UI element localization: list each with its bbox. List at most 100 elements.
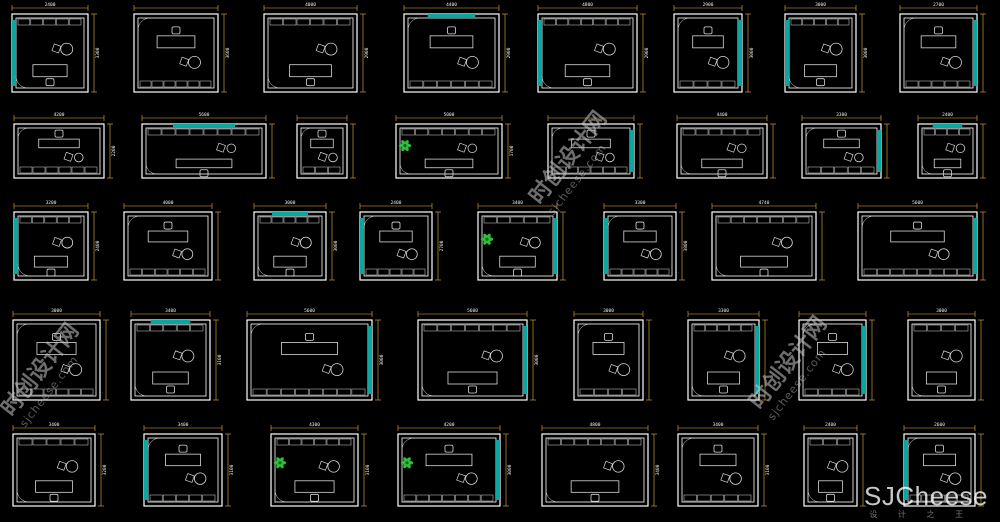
cabinet (323, 388, 337, 396)
cabinet (578, 166, 591, 174)
cabinet (493, 324, 507, 332)
door-swing (907, 437, 921, 451)
coffee-table (181, 248, 194, 261)
cabinet (365, 268, 378, 276)
cabinet (945, 494, 957, 502)
cabinet (43, 18, 56, 26)
cabinet (796, 216, 810, 224)
door-swing (545, 489, 559, 503)
chair (604, 332, 613, 341)
cabinet (705, 324, 717, 332)
dimension-label-top: 3400 (512, 200, 523, 206)
desk (280, 341, 339, 355)
wall-inner (680, 127, 764, 175)
cabinet (543, 18, 556, 26)
cabinet (770, 216, 783, 224)
cabinet (628, 438, 642, 446)
wall-inner (399, 127, 499, 175)
cabinet (217, 128, 232, 136)
dimension-label-top: 3000 (936, 308, 947, 314)
desk (571, 138, 611, 149)
cabinet (923, 128, 935, 136)
armchair (928, 248, 939, 259)
dimension-label-top: 5600 (467, 308, 478, 314)
cabinet (918, 80, 932, 88)
cabinet (68, 388, 81, 396)
dimension-label-top: 3400 (49, 422, 60, 428)
cabinet (479, 324, 493, 332)
desk (289, 64, 332, 78)
coffee-table (188, 55, 201, 69)
cabinet (621, 268, 634, 276)
armchair (945, 142, 956, 153)
cabinet (905, 80, 919, 88)
glass-wall (360, 218, 364, 274)
cabinet (717, 324, 729, 332)
cabinet (465, 80, 479, 88)
desk (707, 371, 740, 385)
desk (823, 138, 860, 149)
glass-wall (368, 326, 372, 394)
desk (36, 341, 77, 355)
desk (273, 255, 307, 268)
cabinet (323, 18, 337, 26)
dimension-label-side: 2400 (95, 240, 101, 251)
cabinet (909, 494, 922, 502)
desk (692, 35, 724, 49)
desk (447, 371, 498, 385)
door-swing (407, 17, 421, 31)
cabinet (465, 324, 479, 332)
wall-outer (12, 319, 101, 401)
dimension-label-side: 2900 (506, 47, 512, 58)
dimension-label-top: 4800 (582, 2, 593, 8)
cabinet (161, 128, 176, 136)
wall-outer (711, 211, 817, 281)
cabinet (744, 216, 757, 224)
cabinet (176, 324, 190, 332)
cabinet (43, 388, 56, 396)
chair (586, 129, 596, 138)
room-plan: 3600 (133, 5, 231, 93)
cabinet (266, 388, 281, 396)
cabinet (903, 268, 917, 276)
chair (590, 493, 600, 502)
dimension-label-top: 5600 (304, 308, 315, 314)
room-plan (547, 115, 643, 179)
cabinet (802, 18, 814, 26)
watermark-brand-sub: 设 计 之 王 (869, 510, 972, 519)
armchair (608, 364, 619, 374)
chair (310, 493, 319, 502)
cabinet (451, 80, 465, 88)
door-swing (805, 127, 817, 139)
coffee-table (605, 152, 615, 163)
chair (828, 332, 837, 341)
wall-inner (127, 215, 209, 277)
desk (920, 35, 957, 49)
desk (35, 480, 73, 493)
chair (713, 444, 723, 453)
door-swing (421, 383, 435, 397)
cabinet (189, 128, 204, 136)
cabinet (428, 128, 442, 136)
door-swing (481, 263, 495, 277)
cabinet (834, 166, 848, 174)
cabinet (44, 216, 57, 224)
chair (816, 78, 825, 87)
cabinet (826, 18, 838, 26)
cabinet (956, 494, 969, 502)
cabinet (409, 80, 424, 88)
dimension-label-side: 2200 (111, 145, 117, 156)
room-plan: 2400 (917, 112, 986, 179)
dimension-label-side: 3100 (217, 354, 223, 365)
armchair (321, 364, 332, 374)
chair (163, 221, 173, 230)
cabinet (933, 494, 945, 502)
cabinet (837, 438, 851, 446)
desk (570, 480, 620, 493)
wall-outer (803, 433, 858, 507)
coffee-table (737, 143, 747, 154)
